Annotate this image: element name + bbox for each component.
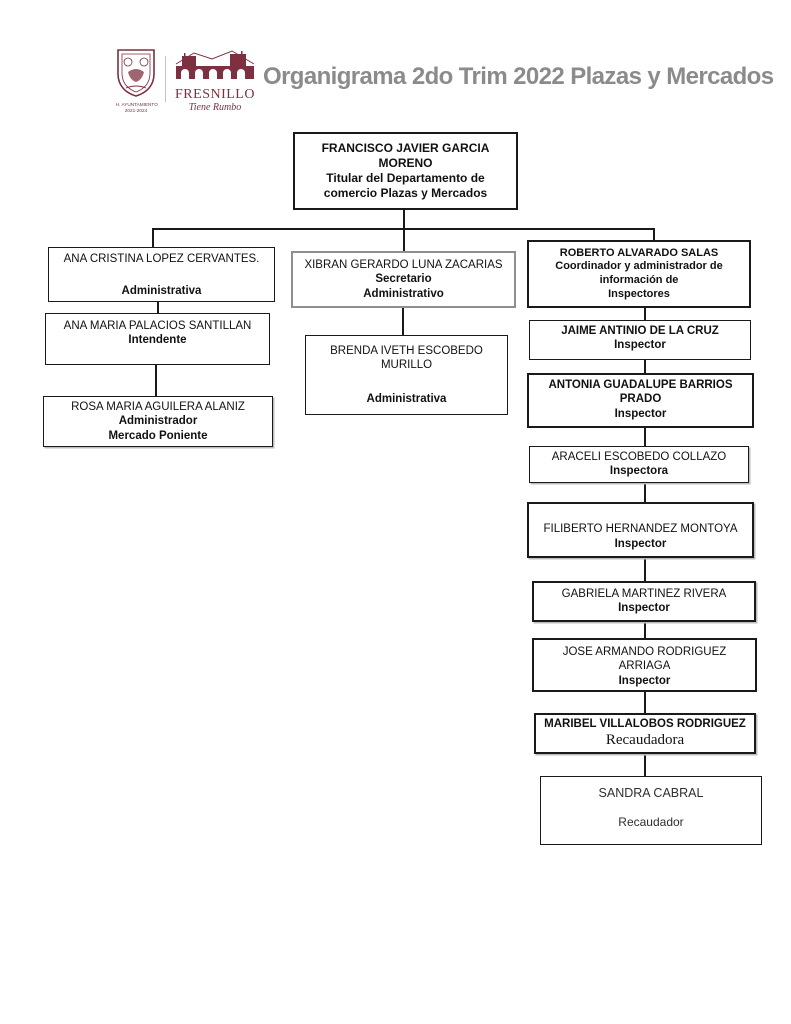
org-node-role2: Administrativo bbox=[363, 287, 444, 300]
org-node-name: ARACELI ESCOBEDO COLLAZO bbox=[551, 451, 727, 463]
org-node-araceli-inspectora: ARACELI ESCOBEDO COLLAZO Inspectora bbox=[529, 446, 749, 483]
page-title: Organigrama 2do Trim 2022 Plazas y Merca… bbox=[263, 63, 774, 90]
org-node-role: Inspector bbox=[614, 537, 667, 550]
connector-middle-1 bbox=[402, 308, 404, 335]
org-node-name: ANTONIA GUADALUPE BARRIOS PRADO bbox=[548, 379, 733, 406]
org-node-role: Intendente bbox=[128, 334, 187, 347]
fresnillo-logo: FRESNILLO Tiene Rumbo bbox=[171, 50, 259, 113]
connector-left-1 bbox=[157, 302, 159, 313]
org-node-name: GABRIELA MARTINEZ RIVERA bbox=[561, 588, 727, 600]
org-node-role: Inspector bbox=[618, 674, 671, 687]
connector-right-4 bbox=[644, 483, 646, 502]
org-node-role: Administrativa bbox=[366, 392, 447, 405]
org-node-name: ANA CRISTINA LOPEZ CERVANTES. bbox=[63, 253, 260, 265]
org-node-name: ANA MARIA PALACIOS SANTILLAN bbox=[63, 320, 252, 332]
org-node-role2: Mercado Poniente bbox=[108, 429, 208, 442]
connector-horizontal-bar bbox=[152, 228, 655, 230]
org-node-gabriela-inspector: GABRIELA MARTINEZ RIVERA Inspector bbox=[532, 581, 756, 622]
org-node-name: FRANCISCO JAVIER GARCIA MORENO bbox=[321, 141, 490, 170]
crest-shield-icon bbox=[114, 49, 158, 102]
org-node-role: Inspector bbox=[618, 602, 670, 615]
org-node-role2: Inspectores bbox=[608, 287, 670, 300]
org-node-name: JAIME ANTINIO DE LA CRUZ bbox=[561, 325, 719, 337]
connector-right-8 bbox=[644, 754, 646, 776]
org-node-name: FILIBERTO HERNANDEZ MONTOYA bbox=[543, 523, 738, 536]
org-node-sandra-recaudador: SANDRA CABRAL Recaudador bbox=[540, 776, 762, 845]
org-node-jaime-inspector: JAIME ANTINIO DE LA CRUZ Inspector bbox=[529, 320, 751, 360]
org-node-name: MARIBEL VILLALOBOS RODRIGUEZ bbox=[544, 718, 746, 730]
connector-right-7 bbox=[644, 692, 646, 713]
org-node-francisco-titular: FRANCISCO JAVIER GARCIA MORENO Titular d… bbox=[293, 132, 518, 210]
connector-top-vertical bbox=[403, 210, 405, 251]
org-node-filiberto-inspector: FILIBERTO HERNANDEZ MONTOYA Inspector bbox=[527, 502, 754, 558]
org-node-name: ROSA MARIA AGUILERA ALANIZ bbox=[71, 400, 245, 413]
org-node-name: XIBRAN GERARDO LUNA ZACARIAS bbox=[304, 258, 503, 271]
org-node-role: Titular del Departamento de comercio Pla… bbox=[323, 171, 488, 200]
org-node-role: Recaudadora bbox=[605, 732, 685, 749]
connector-right-drop bbox=[653, 228, 655, 240]
org-node-antonia-inspector: ANTONIA GUADALUPE BARRIOS PRADO Inspecto… bbox=[527, 373, 754, 428]
logo-wordmark: FRESNILLO bbox=[175, 87, 255, 102]
org-node-rosa-maria-administrador: ROSA MARIA AGUILERA ALANIZ Administrador… bbox=[43, 396, 273, 447]
org-node-role: Administrador bbox=[118, 415, 198, 428]
logo-divider bbox=[165, 56, 166, 102]
org-node-role: Inspector bbox=[614, 407, 667, 420]
org-node-name: ROBERTO ALVARADO SALAS bbox=[559, 246, 719, 259]
connector-right-2 bbox=[644, 360, 646, 373]
org-node-name: JOSE ARMANDO RODRIGUEZ ARRIAGA bbox=[562, 646, 727, 673]
connector-right-5 bbox=[644, 558, 646, 581]
connector-right-1 bbox=[644, 308, 646, 320]
org-node-role: Secretario bbox=[375, 273, 432, 286]
connector-left-drop bbox=[152, 228, 154, 247]
org-node-jose-inspector: JOSE ARMANDO RODRIGUEZ ARRIAGA Inspector bbox=[532, 638, 757, 692]
connector-right-3 bbox=[644, 428, 646, 446]
org-node-name: SANDRA CABRAL bbox=[598, 786, 704, 800]
logo-tagline: Tiene Rumbo bbox=[188, 102, 242, 113]
org-node-brenda-administrativa: BRENDA IVETH ESCOBEDO MURILLO Administra… bbox=[305, 335, 508, 415]
org-node-name: BRENDA IVETH ESCOBEDO MURILLO bbox=[330, 345, 483, 372]
org-node-xibran-secretario: XIBRAN GERARDO LUNA ZACARIAS Secretario … bbox=[291, 251, 516, 308]
org-node-ana-maria-intendente: ANA MARIA PALACIOS SANTILLAN Intendente bbox=[45, 313, 270, 365]
connector-left-2 bbox=[155, 365, 157, 396]
org-node-roberto-coordinador: ROBERTO ALVARADO SALAS Coordinador y adm… bbox=[527, 240, 751, 308]
org-node-role: Recaudador bbox=[618, 814, 684, 829]
crest-caption-line2: 2021-2024 bbox=[124, 109, 148, 114]
org-node-role: Administrativa bbox=[121, 284, 202, 297]
crest-caption-line1: H. AYUNTAMIENTO bbox=[115, 103, 158, 108]
org-node-role: Inspector bbox=[614, 339, 666, 352]
fresnillo-bridge-icon bbox=[174, 50, 256, 86]
org-node-ana-cristina-administrativa: ANA CRISTINA LOPEZ CERVANTES. Administra… bbox=[48, 247, 275, 302]
org-node-role: Inspectora bbox=[609, 465, 669, 478]
municipal-crest-logo: H. AYUNTAMIENTO 2021-2024 bbox=[110, 48, 162, 116]
connector-right-6 bbox=[644, 622, 646, 638]
org-node-maribel-recaudadora: MARIBEL VILLALOBOS RODRIGUEZ Recaudadora bbox=[534, 713, 756, 754]
org-node-role: Coordinador y administrador de informaci… bbox=[555, 260, 723, 286]
